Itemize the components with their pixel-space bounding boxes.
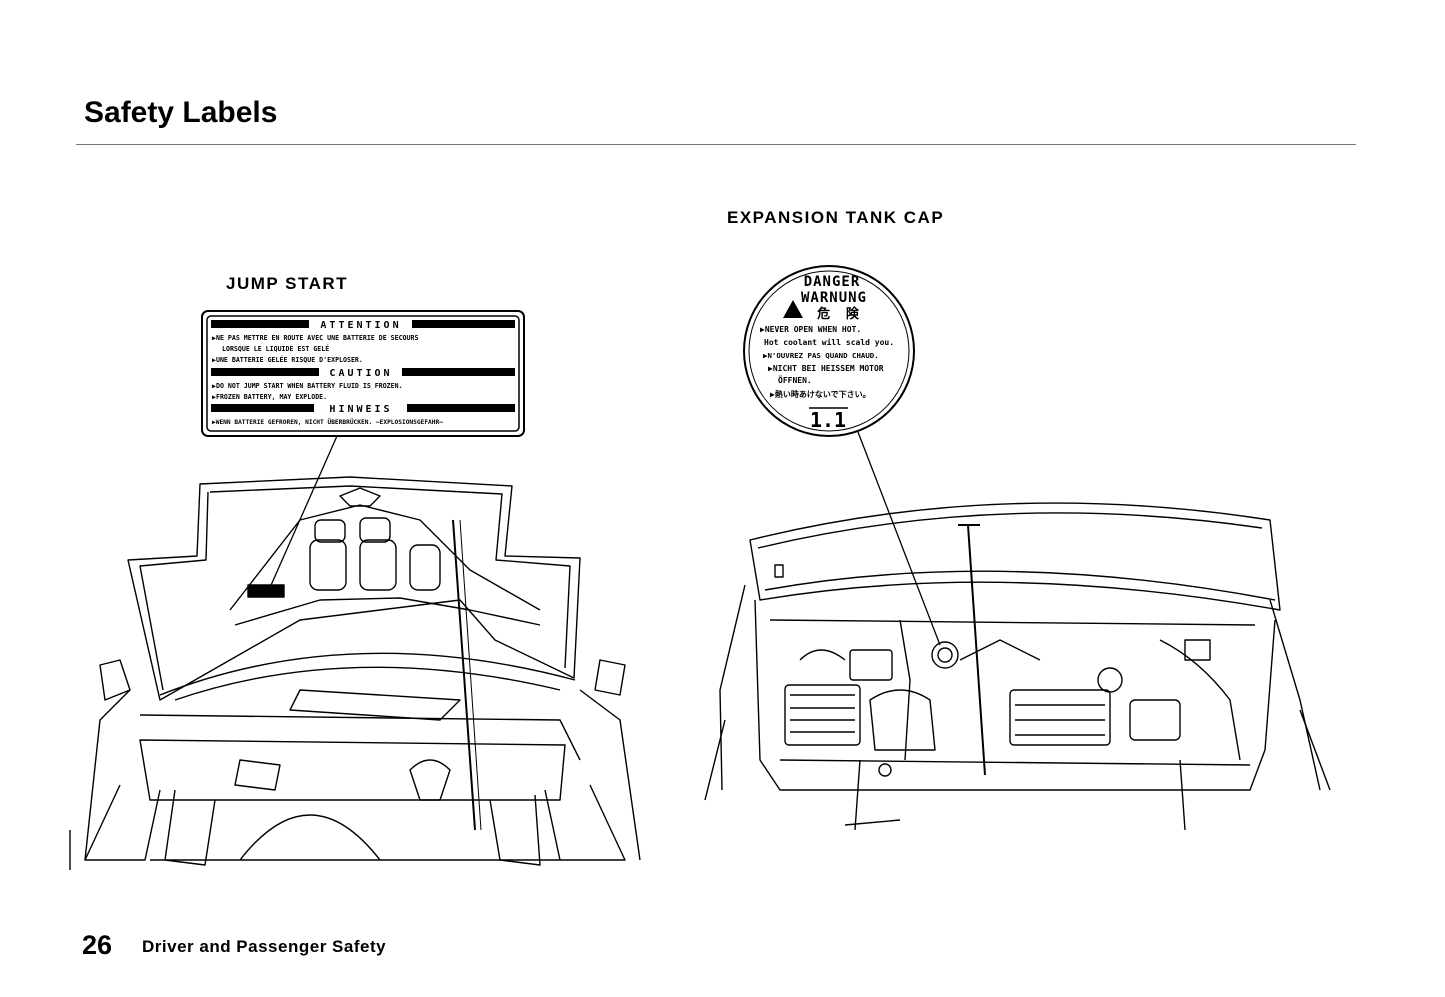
warning-triangle-icon — [783, 300, 803, 318]
fr-line-3: ▶UNE BATTERIE GELÉE RISQUE D'EXPLOSER. — [212, 355, 363, 364]
tank-line-6: ▶熱い時あけないで下さい。 — [770, 389, 871, 399]
fr-line-2: LORSQUE LE LIQUIDE EST GELÉ — [222, 344, 329, 353]
page-title: Safety Labels — [84, 96, 278, 129]
attention-header: ATTENTION — [320, 320, 401, 331]
de-line-1: ▶WENN BATTERIE GEFROREN, NICHT ÜBERBRÜCK… — [212, 417, 443, 426]
danger-text: DANGER — [804, 274, 861, 290]
caution-header: CAUTION — [329, 368, 392, 379]
tank-line-3: ▶N'OUVREZ PAS QUAND CHAUD. — [763, 351, 879, 360]
tank-line-2: Hot coolant will scald you. — [764, 337, 894, 347]
car-trunk-drawing — [69, 476, 641, 870]
car-engine-drawing — [704, 502, 1331, 831]
pressure-rating: 1.1 — [810, 408, 846, 432]
jump-start-label: ATTENTION ▶NE PAS METTRE EN ROUTE AVEC U… — [201, 310, 525, 437]
tank-line-1: ▶NEVER OPEN WHEN HOT. — [760, 325, 861, 334]
en-line-1: ▶DO NOT JUMP START WHEN BATTERY FLUID IS… — [212, 382, 403, 390]
page-number: 26 — [82, 930, 113, 960]
en-line-2: ▶FROZEN BATTERY, MAY EXPLODE. — [212, 393, 327, 401]
hinweis-header: HINWEIS — [329, 404, 392, 415]
title-divider — [76, 144, 1356, 145]
jp-danger-text: 危 険 — [817, 306, 863, 322]
tank-line-5: ÖFFNEN. — [778, 375, 812, 385]
fr-line-1: ▶NE PAS METTRE EN ROUTE AVEC UNE BATTERI… — [212, 334, 418, 342]
section-title: Driver and Passenger Safety — [142, 937, 387, 956]
expansion-tank-caption: EXPANSION TANK CAP — [727, 208, 945, 227]
expansion-tank-label: DANGER WARNUNG 危 険 ▶NEVER OPEN WHEN HOT.… — [743, 265, 915, 437]
jump-start-caption: JUMP START — [226, 274, 349, 293]
tank-line-4: ▶NICHT BEI HEISSEM MOTOR — [768, 364, 884, 373]
warnung-text: WARNUNG — [801, 290, 867, 306]
